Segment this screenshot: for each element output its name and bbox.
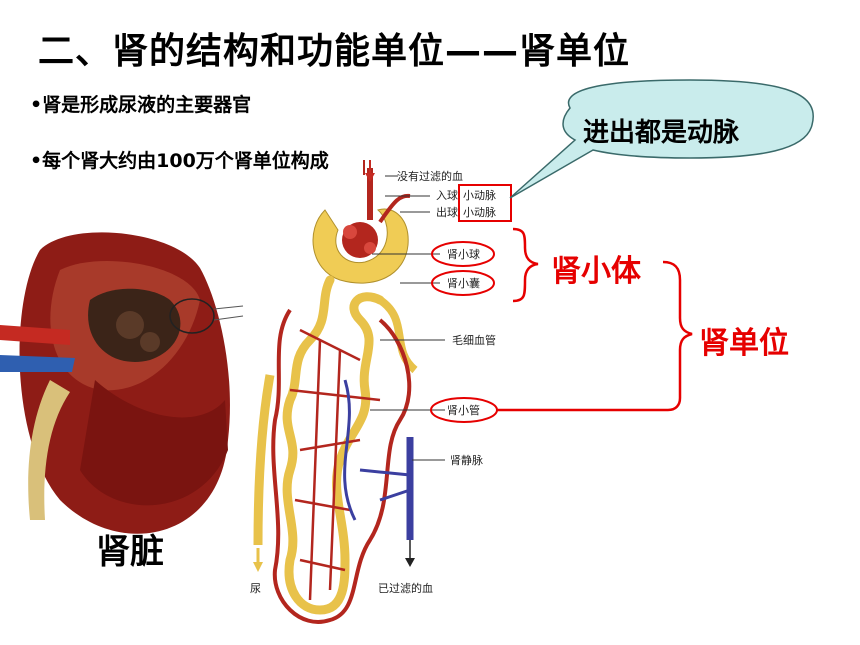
slide-title: 二、肾的结构和功能单位——肾单位 [38,31,631,72]
nephron-bracket [497,260,693,412]
label-afferent-arteriole: 小动脉 [463,188,496,202]
label-renal-corpuscle: 肾小体 [551,254,641,289]
label-nephron: 肾单位 [699,326,789,361]
kidney-caption: 肾脏 [96,532,164,572]
label-bowmans-capsule: 肾小囊 [447,276,480,290]
label-afferent-prefix: 入球 [436,188,458,202]
label-renal-vein: 肾静脉 [450,453,483,467]
label-glomerulus: 肾小球 [447,247,480,261]
capsule-highlight [431,270,495,296]
callout-bubble [509,79,814,199]
label-capillary: 毛细血管 [452,333,496,347]
label-efferent-arteriole: 小动脉 [463,205,496,219]
label-unfiltered-blood: 没有过滤的血 [397,169,463,183]
label-urine: 尿 [250,582,261,595]
kidney-image [0,232,244,534]
bullet-nephron-count: •每个肾大约由100万个肾单位构成 [30,150,329,172]
callout-text: 进出都是动脉 [583,118,740,148]
glomerulus-highlight [431,241,495,267]
bullet-kidney-organ: •肾是形成尿液的主要器官 [30,94,252,116]
label-renal-tubule: 肾小管 [447,403,480,417]
nephron-drawing: 没有过滤的血 入球 小动脉 出球 小动脉 肾小球 肾小囊 毛细血管 肾小管 肾静… [250,160,496,624]
corpuscle-bracket [512,227,539,303]
label-efferent-prefix: 出球 [436,205,458,219]
label-filtered-blood: 已过滤的血 [378,581,433,595]
arteriole-highlight-box [458,184,512,222]
